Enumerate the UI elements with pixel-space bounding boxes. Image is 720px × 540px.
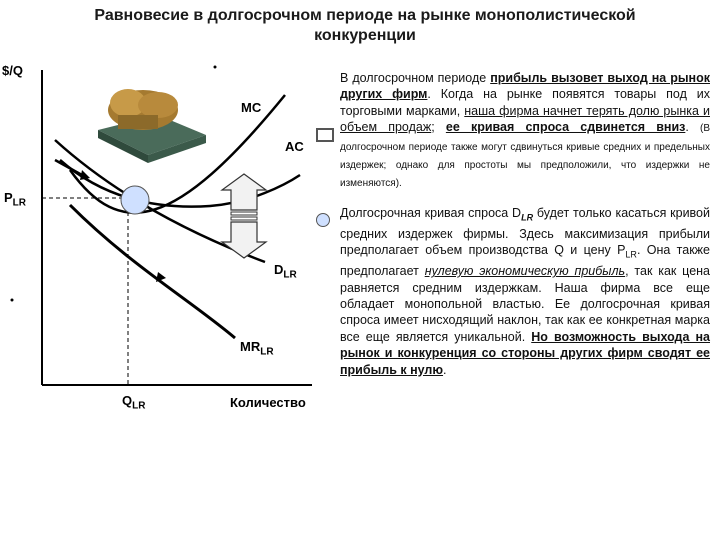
x-axis-label: Количество <box>230 395 306 410</box>
quantity-label: QLR <box>122 393 146 412</box>
p1-text-e: ; <box>431 120 446 135</box>
slide-title: Равновесие в долгосрочном периоде на рын… <box>40 6 690 46</box>
p2-text-g: . <box>443 362 447 377</box>
p1-text-d: наша фирма начнет терять долю рынка и об… <box>340 103 710 135</box>
title-line-1: Равновесие в долгосрочном периоде на рын… <box>94 7 636 24</box>
p1-text-f: ее кривая спроса сдвинется вниз <box>445 120 686 135</box>
dot-marker-top <box>213 65 217 69</box>
fist-sculpture-image <box>98 89 206 163</box>
shift-arrowhead-2 <box>156 272 166 282</box>
shift-arrowhead-1 <box>80 170 90 180</box>
mc-curve <box>68 94 286 214</box>
p1-text-c: . Когда на рынке появятся товары под их … <box>340 87 710 118</box>
bullet-marker-2 <box>316 213 330 227</box>
mr-lr-label: MRLR <box>240 339 274 358</box>
paragraph-long-run-demand: Долгосрочная кривая спроса DLR будет тол… <box>340 205 710 378</box>
p1-note: (В долгосрочном периоде также могут сдви… <box>340 123 710 190</box>
title-line-2: конкуренции <box>314 27 416 44</box>
p2-text-f: Но возможность выхода на рынок и конкуре… <box>340 329 710 377</box>
bullet-marker-1 <box>316 128 334 142</box>
p1-text-a: В долгосрочном периоде <box>340 71 491 85</box>
shift-arrow-1 <box>54 158 83 177</box>
p2-text-d: нулевую экономическую прибыль <box>424 264 626 279</box>
ac-curve <box>59 159 301 208</box>
p2-text-b: будет только касаться кривой средних изд… <box>340 206 710 258</box>
vertical-double-arrow-icon <box>220 173 268 259</box>
demand-lr-label: DLR <box>274 262 297 281</box>
p1-text-g: . <box>685 120 700 135</box>
mc-label: MC <box>241 100 262 115</box>
p2-text-e: , так как цена равняется средним издержк… <box>340 264 711 344</box>
p2-text-a: Долгосрочная кривая спроса D <box>340 206 522 220</box>
long-run-equilibrium-graph <box>10 65 312 386</box>
p2-sub-a: LR <box>521 212 534 223</box>
p1-text-b: прибыль вызовет выход на рынок других фи… <box>340 71 710 102</box>
dot-marker-left <box>10 298 14 302</box>
p2-text-c: . Она также предполагает <box>340 243 710 279</box>
ac-label: AC <box>285 139 304 154</box>
p2-sub-b: LR <box>625 249 637 260</box>
tangency-point <box>120 185 150 215</box>
mr-lr-curve <box>68 203 236 340</box>
y-axis-label: $/Q <box>2 63 23 78</box>
paragraph-long-run-entry: В долгосрочном периоде прибыль вызовет в… <box>340 70 710 193</box>
price-label: PLR <box>4 190 27 209</box>
